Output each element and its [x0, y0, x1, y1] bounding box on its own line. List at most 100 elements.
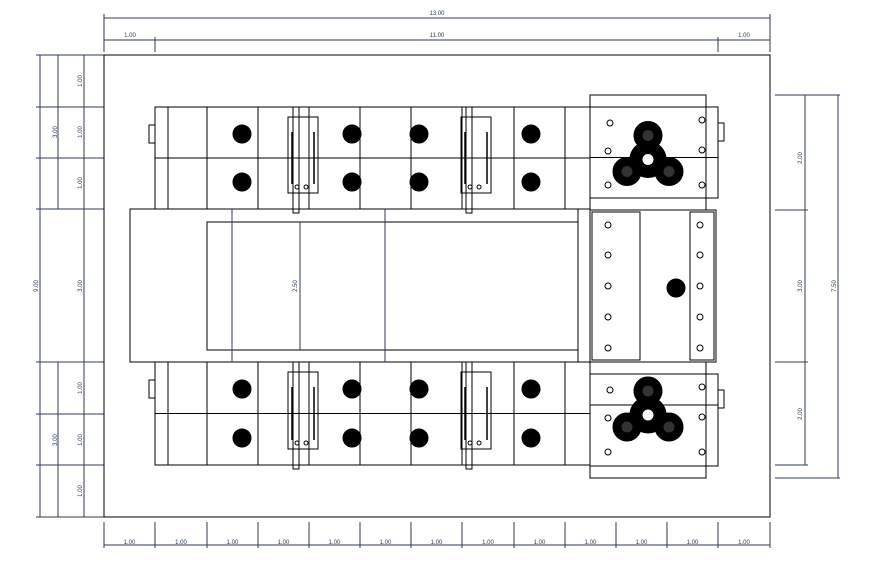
mount-hole: [604, 181, 612, 189]
mount-hole: [604, 344, 612, 352]
knob: [294, 184, 300, 190]
knob: [303, 440, 309, 446]
chair-icon: [342, 379, 362, 399]
central-table: [129, 208, 579, 363]
mount-hole: [698, 383, 706, 391]
equipment-center: [589, 209, 717, 363]
chair-icon: [342, 124, 362, 144]
cabinet-door: [465, 106, 473, 214]
dim-top-left: 1.00: [124, 33, 136, 39]
cabinet: [287, 371, 319, 450]
dim-bottom-seg: 1.00: [124, 540, 136, 546]
mount-hole: [604, 221, 612, 229]
dim-bottom-seg: 1.00: [380, 540, 392, 546]
dim-left-seg: 1.00: [78, 434, 84, 446]
robot-head-inner: [662, 420, 676, 434]
dim-bottom-seg: 1.00: [687, 540, 699, 546]
chair-icon: [409, 428, 429, 448]
mount-hole: [604, 448, 612, 456]
knob: [467, 440, 473, 446]
dim-right-seg: 2.00: [798, 408, 804, 420]
mount-hole: [698, 448, 706, 456]
chair-icon: [409, 379, 429, 399]
chair-icon: [521, 379, 541, 399]
cabinet-door: [465, 361, 473, 470]
dim-bottom-seg: 1.00: [329, 540, 341, 546]
robot-head-inner: [641, 384, 655, 398]
mount-hole: [606, 386, 614, 394]
rack-left: [591, 211, 641, 361]
layout-geometry: [103, 54, 771, 518]
chair-icon: [521, 428, 541, 448]
dim-left-bottom-group: 3.00: [53, 434, 59, 446]
dim-overall-width: 13.00: [429, 11, 445, 17]
dim-bottom-seg: 1.00: [585, 540, 597, 546]
dim-right-seg: 3.00: [798, 280, 804, 292]
chair-icon: [666, 278, 686, 298]
knob: [467, 184, 473, 190]
chair-icon: [409, 124, 429, 144]
chair-icon: [342, 428, 362, 448]
dim-bottom-seg: 1.00: [278, 540, 290, 546]
mount-hole: [604, 414, 612, 422]
cabinet-door: [292, 106, 300, 214]
knob: [294, 440, 300, 446]
cabinet-door: [292, 361, 300, 470]
rack-right: [689, 211, 715, 361]
mount-hole: [604, 147, 612, 155]
cabinet: [287, 116, 319, 194]
chair-icon: [409, 172, 429, 192]
robot-center: [641, 408, 655, 422]
dim-overall-height: 9.00: [34, 280, 40, 292]
dim-left-seg: 3.00: [78, 280, 84, 292]
room-outline: [103, 54, 771, 518]
chair-icon: [521, 172, 541, 192]
chair-icon: [232, 124, 252, 144]
mount-hole: [604, 313, 612, 321]
bay-inner: [589, 106, 719, 199]
dim-left-top-group: 3.00: [53, 126, 59, 138]
mount-hole: [698, 146, 706, 154]
wall-socket: [717, 122, 725, 142]
dim-center: 2.50: [293, 280, 299, 292]
dim-right-seg: 2.00: [798, 152, 804, 164]
table-top: [206, 221, 579, 351]
dim-bottom-seg: 1.00: [227, 540, 239, 546]
dim-left-seg: 1.00: [78, 485, 84, 497]
knob: [303, 184, 309, 190]
cabinet: [460, 116, 492, 194]
chair-icon: [232, 428, 252, 448]
mount-hole: [606, 119, 614, 127]
wall-socket: [148, 379, 156, 399]
dim-left-seg: 1.00: [78, 75, 84, 87]
robot-head-inner: [620, 165, 634, 178]
chair-icon: [521, 124, 541, 144]
bottom-dimension-labels: 1.00 1.00 1.00 1.00 1.00 1.00 1.00 1.00 1.00 1.00…: [124, 540, 751, 546]
mount-hole: [698, 116, 706, 124]
knob: [476, 184, 482, 190]
mount-hole: [604, 282, 612, 290]
dim-bottom-seg: 1.00: [431, 540, 443, 546]
chair-icon: [232, 379, 252, 399]
wall-socket: [717, 389, 725, 409]
dim-bottom-seg: 1.00: [738, 540, 750, 546]
dim-left-seg: 1.00: [78, 382, 84, 394]
dim-bottom-seg: 1.00: [534, 540, 546, 546]
dim-bottom-seg: 1.00: [175, 540, 187, 546]
mount-hole: [696, 282, 704, 290]
mount-hole: [698, 413, 706, 421]
knob: [476, 440, 482, 446]
mount-hole: [698, 181, 706, 189]
robot-head-inner: [641, 129, 655, 142]
wall-socket: [148, 124, 156, 144]
mount-hole: [696, 251, 704, 259]
dim-top-right: 1.00: [738, 33, 750, 39]
robot-head-inner: [620, 420, 634, 434]
mount-hole: [696, 313, 704, 321]
robot-head-inner: [662, 165, 676, 178]
dim-bottom-seg: 1.00: [482, 540, 494, 546]
chair-icon: [342, 172, 362, 192]
bay-inner: [589, 373, 719, 467]
robot-center: [641, 153, 655, 166]
